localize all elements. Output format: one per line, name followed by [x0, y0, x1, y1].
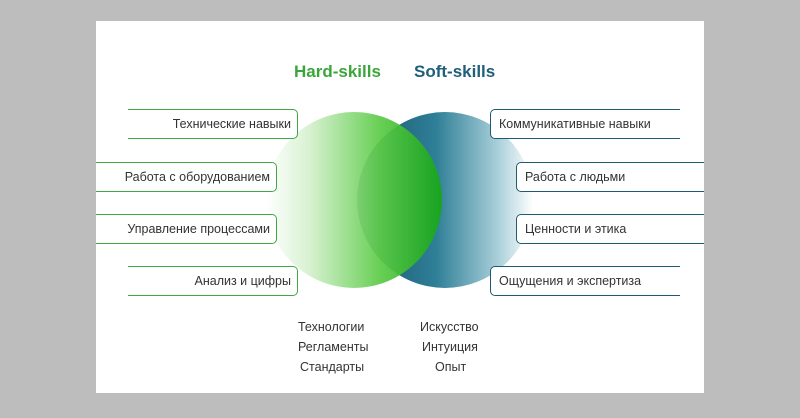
- hard-skill-label: Технические навыки: [172, 117, 291, 131]
- hard-skill-box-equipment: Работа с оборудованием: [96, 162, 277, 192]
- soft-skill-box-values: Ценности и этика: [516, 214, 704, 244]
- soft-skill-box-people: Работа с людьми: [516, 162, 704, 192]
- soft-skill-box-communication: Коммуникативные навыки: [490, 109, 680, 139]
- hard-word: Технологии: [298, 320, 365, 334]
- soft-skill-label: Коммуникативные навыки: [499, 117, 651, 131]
- soft-skill-box-expertise: Ощущения и экспертиза: [490, 266, 680, 296]
- soft-word: Интуиция: [422, 340, 478, 354]
- hard-skills-circle: [266, 112, 442, 288]
- soft-skill-label: Работа с людьми: [525, 170, 626, 184]
- hard-word: Регламенты: [298, 340, 369, 354]
- hard-skill-label: Анализ и цифры: [194, 274, 292, 288]
- hard-skill-label: Управление процессами: [127, 222, 270, 236]
- soft-skill-label: Ощущения и экспертиза: [499, 274, 642, 288]
- hard-skill-box-technical: Технические навыки: [128, 109, 298, 139]
- hard-word: Стандарты: [300, 360, 365, 374]
- hard-skill-box-process: Управление процессами: [96, 214, 277, 244]
- hard-skills-heading: Hard-skills: [294, 62, 381, 81]
- hard-skill-label: Работа с оборудованием: [124, 170, 270, 184]
- soft-word: Опыт: [435, 360, 467, 374]
- soft-skills-heading: Soft-skills: [414, 62, 496, 81]
- soft-word: Искусство: [420, 320, 479, 334]
- hard-skill-box-analysis: Анализ и цифры: [128, 266, 298, 296]
- soft-skill-label: Ценности и этика: [525, 222, 627, 236]
